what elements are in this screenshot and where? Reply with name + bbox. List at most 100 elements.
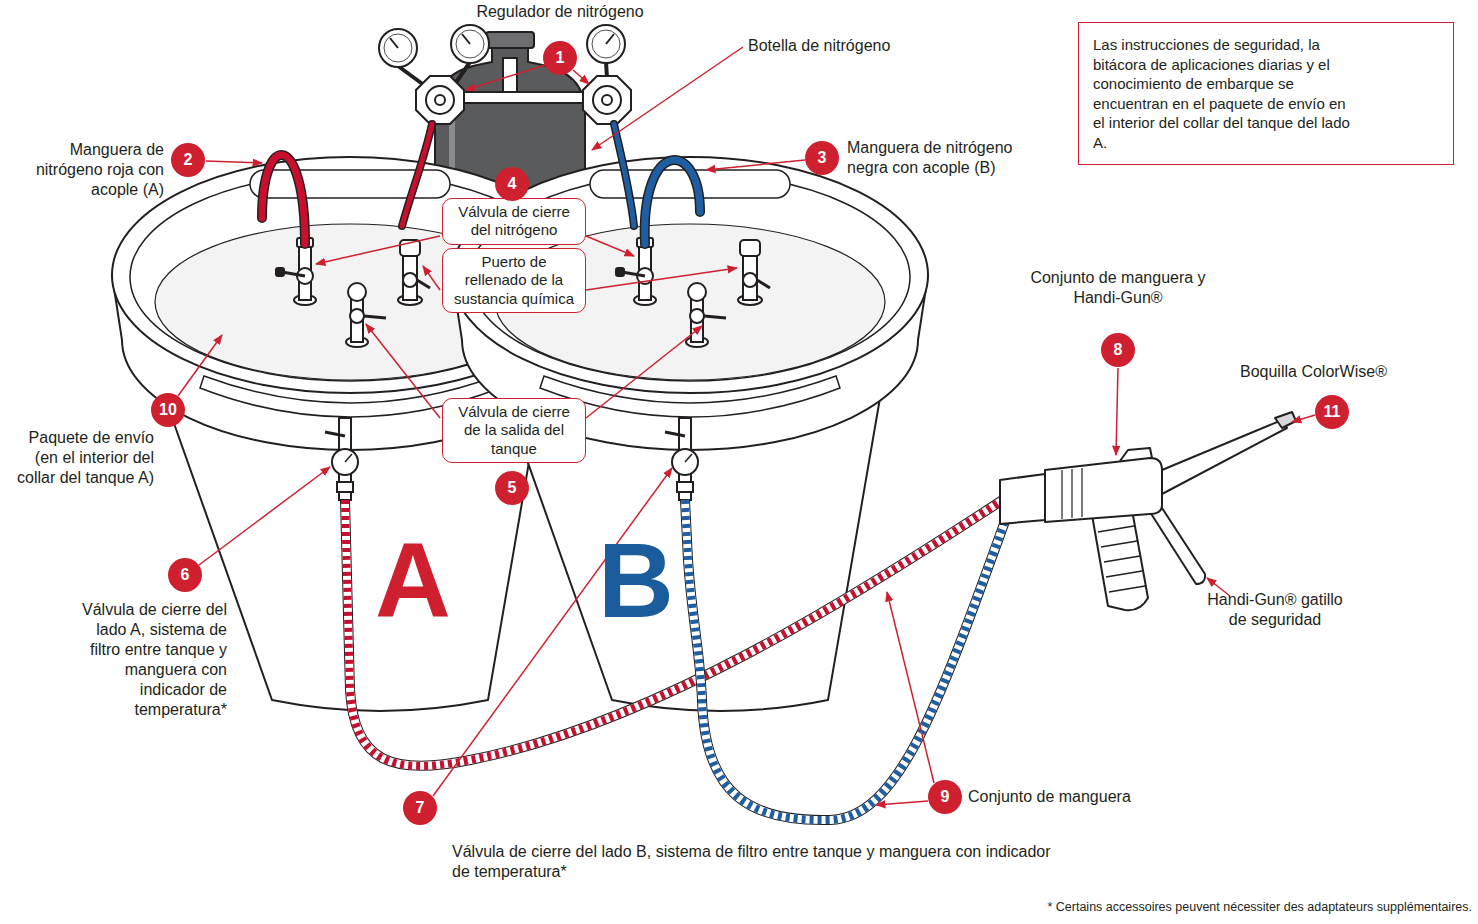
spray-gun bbox=[1071, 469, 1072, 518]
chemical-hose bbox=[345, 499, 1004, 766]
callout-number: 1 bbox=[543, 41, 577, 75]
callout-number-text: 11 bbox=[1324, 404, 1341, 420]
chemical-tank bbox=[337, 482, 353, 492]
spray-gun bbox=[1275, 412, 1296, 428]
chemical-tank bbox=[417, 280, 430, 288]
nitrogen-regulator bbox=[426, 86, 454, 114]
callout-text: Puerto de rellenado de la sustancia quím… bbox=[449, 253, 579, 308]
chemical-tank bbox=[403, 273, 417, 287]
chemical-tank bbox=[350, 309, 364, 323]
footnote: * Certains accessoires peuvent nécessite… bbox=[952, 900, 1472, 916]
callout-number: 6 bbox=[168, 558, 202, 592]
spray-gun bbox=[1081, 468, 1082, 517]
leader-line bbox=[206, 161, 262, 163]
leader-line bbox=[706, 160, 805, 170]
spray-gun bbox=[1061, 470, 1062, 519]
chemical-tank bbox=[364, 316, 386, 318]
nitrogen-regulator bbox=[384, 34, 412, 62]
nitrogen-hose bbox=[402, 124, 432, 226]
callout-number: 2 bbox=[171, 143, 205, 177]
chemical-tank bbox=[332, 449, 358, 475]
part-label: Válvula de cierre del lado A, sistema de… bbox=[62, 600, 227, 720]
nitrogen-hose bbox=[645, 160, 700, 244]
spray-gun bbox=[1109, 586, 1145, 592]
chemical-hose bbox=[345, 499, 1008, 820]
leader-line bbox=[366, 324, 440, 418]
callout-number: 9 bbox=[928, 780, 962, 814]
chemical-tank bbox=[282, 272, 305, 276]
callout-number-text: 3 bbox=[818, 150, 827, 166]
nitrogen-regulator bbox=[592, 30, 620, 58]
part-label: Handi-Gun® gatillo de seguridad bbox=[1200, 590, 1350, 630]
nitrogen-regulator bbox=[379, 25, 631, 124]
chemical-hose bbox=[345, 499, 1004, 766]
nitrogen-regulator bbox=[462, 34, 470, 44]
nitrogen-hose bbox=[614, 124, 634, 226]
chemical-hose bbox=[685, 500, 1008, 820]
callout-number: 7 bbox=[403, 791, 437, 825]
chemical-tank bbox=[348, 283, 366, 301]
spray-gun bbox=[1162, 420, 1287, 494]
callout-number-text: 8 bbox=[1114, 342, 1123, 358]
tank-letter: B bbox=[598, 528, 674, 633]
spray-gun bbox=[1000, 474, 1045, 524]
note-box: Las instrucciones de seguridad, la bitác… bbox=[1078, 22, 1454, 165]
nitrogen-regulator bbox=[456, 30, 484, 58]
chemical-tank bbox=[276, 268, 284, 276]
leader-line bbox=[199, 467, 330, 565]
part-label: Paquete de envío (en el interior del col… bbox=[4, 428, 154, 488]
nitrogen-hose bbox=[402, 124, 432, 226]
spray-gun bbox=[1101, 541, 1137, 547]
nitrogen-bottle bbox=[458, 92, 590, 103]
callout-number: 5 bbox=[495, 471, 529, 505]
callout-number-text: 1 bbox=[556, 50, 565, 66]
leader-line bbox=[573, 70, 589, 84]
callout-number: 8 bbox=[1101, 333, 1135, 367]
callout-box: Válvula de cierre del nitrógeno bbox=[442, 198, 586, 245]
callout-number: 10 bbox=[151, 393, 185, 427]
spray-gun bbox=[1098, 526, 1134, 532]
nitrogen-regulator bbox=[451, 25, 489, 63]
leader-line bbox=[466, 65, 545, 90]
leader-line bbox=[887, 592, 934, 783]
leader-line bbox=[592, 47, 743, 150]
leader-line bbox=[1116, 368, 1118, 455]
callout-text: Las instrucciones de seguridad, la bitác… bbox=[1093, 35, 1353, 152]
leader-line bbox=[586, 326, 702, 418]
leader-line bbox=[586, 236, 634, 256]
nitrogen-bottle bbox=[486, 32, 534, 48]
part-label: Manguera de nitrógeno roja con acople (A… bbox=[14, 140, 164, 200]
leader-line bbox=[876, 801, 928, 805]
callout-number-text: 2 bbox=[184, 152, 193, 168]
tank-letter: A bbox=[375, 528, 451, 633]
part-label: Válvula de cierre del lado B, sistema de… bbox=[452, 842, 1052, 882]
callout-number-text: 4 bbox=[508, 176, 517, 192]
nitrogen-hose bbox=[614, 124, 634, 226]
chemical-tank bbox=[325, 432, 345, 436]
part-label: Manguera de nitrógeno negra con acople (… bbox=[847, 138, 1057, 178]
nitrogen-hose bbox=[262, 124, 700, 244]
callout-number: 11 bbox=[1315, 395, 1349, 429]
callout-box: Puerto de rellenado de la sustancia quím… bbox=[442, 248, 586, 313]
nitrogen-regulator bbox=[416, 76, 464, 124]
chemical-tank bbox=[345, 454, 352, 462]
part-label: Boquilla ColorWise® bbox=[1240, 362, 1440, 382]
part-label: Regulador de nitrógeno bbox=[460, 2, 660, 22]
chemical-hose bbox=[685, 500, 1008, 820]
nitrogen-regulator bbox=[606, 34, 614, 44]
nitrogen-regulator bbox=[593, 86, 621, 114]
callout-number-text: 6 bbox=[181, 567, 190, 583]
callout-number-text: 7 bbox=[416, 800, 425, 816]
chemical-tank bbox=[403, 252, 417, 300]
nitrogen-hose bbox=[645, 160, 700, 244]
callout-number-text: 5 bbox=[508, 480, 517, 496]
part-label: Conjunto de manguera y Handi-Gun® bbox=[1018, 268, 1218, 308]
nitrogen-regulator bbox=[435, 95, 445, 105]
chemical-hose bbox=[685, 500, 1008, 820]
callout-box: Válvula de cierre de la salida del tanqu… bbox=[442, 398, 586, 463]
leader-line bbox=[1292, 415, 1315, 422]
leader-line bbox=[423, 266, 440, 290]
leader-line bbox=[178, 335, 222, 396]
